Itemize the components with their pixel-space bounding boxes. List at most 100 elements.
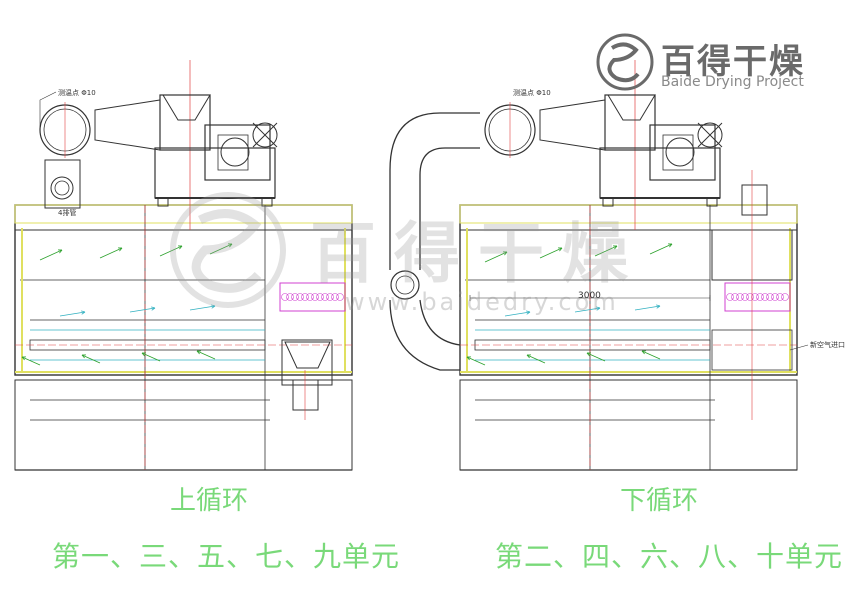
duct-lower-outer (389, 299, 460, 371)
supply-port-outer (50, 176, 74, 200)
lower-frame (14, 379, 353, 471)
airflow-arrowhead (656, 304, 661, 309)
supply-port-inner (54, 180, 70, 196)
airflow-arrow-upper (99, 247, 123, 259)
motor-cover (662, 134, 694, 171)
duct-port-outer (390, 270, 420, 300)
dimension-ticks (469, 295, 711, 301)
airflow-arrow-lower (141, 352, 161, 362)
heater-fin (321, 293, 329, 301)
heater-fin (731, 293, 739, 301)
airflow-arrow-lower (586, 352, 606, 362)
heater-fin (756, 293, 764, 301)
heater-fin (331, 293, 339, 301)
top-frame (459, 204, 798, 224)
airflow-arrowhead (667, 243, 673, 248)
airflow-arrow-upper (159, 245, 183, 257)
airflow-arrow-upper (594, 245, 618, 257)
airflow-arrow-mid (189, 305, 216, 311)
motor-flange (665, 137, 695, 167)
motor-body (204, 124, 271, 181)
heater-fin (336, 293, 344, 301)
airflow-arrow-lower (466, 356, 486, 366)
motor-flange (220, 137, 250, 167)
left-circulation-title: 上循环 (170, 486, 249, 516)
airflow-arrow-mid (129, 307, 156, 313)
handwheel (252, 122, 278, 148)
heater-fin (306, 293, 314, 301)
fresh-air-inlet-box (711, 329, 793, 371)
cone-housing (281, 339, 333, 386)
airflow-arrowhead (596, 306, 601, 311)
left-dryer-unit (14, 60, 353, 471)
watermark-seal-icon (170, 192, 286, 308)
wm-seal-ring (170, 192, 286, 308)
airflow-arrow-lower (81, 354, 101, 364)
airflow-arrowhead (151, 306, 156, 311)
airflow-arrowhead (557, 247, 563, 252)
heater-fin (316, 293, 324, 301)
logo-company-name: 百得干燥 (661, 42, 805, 82)
left-unit-numbers: 第一、三、五、七、九单元 (52, 540, 401, 573)
outlet-leader (789, 344, 809, 351)
baide-seal-logo-icon (596, 33, 654, 91)
heater-fin (301, 293, 309, 301)
airflow-arrow-upper (649, 243, 673, 255)
airflow-arrowhead (196, 350, 202, 355)
airflow-arrow-upper (209, 243, 233, 255)
fan-base (599, 147, 721, 199)
return-air-duct (389, 112, 480, 371)
heater-fin (311, 293, 319, 301)
airflow-arrowhead (177, 245, 183, 250)
airflow-arrowhead (526, 354, 532, 359)
transition-duct (94, 99, 161, 151)
heater-fin (291, 293, 299, 301)
seal-ring (596, 33, 654, 91)
right-dimension-label: 3000 (578, 291, 601, 301)
airflow-arrowhead (57, 249, 63, 254)
duct-port-inner (395, 275, 415, 295)
airflow-arrow-lower (21, 356, 41, 366)
airflow-arrowhead (641, 350, 647, 355)
motor-body (649, 124, 716, 181)
airflow-arrowhead (117, 247, 123, 252)
heater-fin (326, 293, 334, 301)
measure-leader (39, 91, 57, 130)
handwheel-spokes (252, 122, 278, 148)
company-logo: 百得干燥 Baide Drying Project (595, 32, 835, 94)
heater-fin (296, 293, 304, 301)
watermark-company-name: 百得干燥 (310, 214, 646, 292)
wm-seal-glyph (191, 209, 262, 293)
heater-coil-box (279, 282, 346, 312)
airflow-arrowhead (227, 243, 233, 248)
right-measure-label: 测温点 Φ10 (513, 89, 551, 97)
left-measure-label: 测温点 Φ10 (58, 89, 96, 97)
heater-fin (776, 293, 784, 301)
heater-fin (726, 293, 734, 301)
right-circulation-title: 下循环 (620, 486, 699, 516)
airflow-arrowhead (526, 310, 531, 315)
right-outlet-label: 新空气进口 (810, 341, 845, 349)
transition-duct (539, 99, 606, 151)
airflow-arrowhead (466, 356, 472, 361)
heater-fin (736, 293, 744, 301)
cone-hopper (284, 341, 331, 369)
left-inlet-label: 4排管 (58, 209, 77, 217)
mount-foot (261, 197, 273, 207)
watermark-url: www.baidedry.com (345, 288, 619, 316)
vertical-supply-duct (44, 159, 81, 209)
top-frame (14, 204, 353, 224)
logo-subtitle: Baide Drying Project (661, 74, 804, 90)
lower-frame (459, 379, 798, 471)
duct-outer-wall (389, 112, 480, 270)
airflow-arrowhead (21, 356, 27, 361)
airflow-arrow-upper (39, 249, 63, 261)
valve-box (292, 379, 319, 411)
airflow-arrow-mid (634, 305, 661, 311)
airflow-arrow-lower (196, 350, 216, 360)
airflow-arrowhead (211, 304, 216, 309)
handwheel (697, 122, 723, 148)
airflow-arrowhead (141, 352, 147, 357)
duct-inner-wall (419, 147, 480, 270)
